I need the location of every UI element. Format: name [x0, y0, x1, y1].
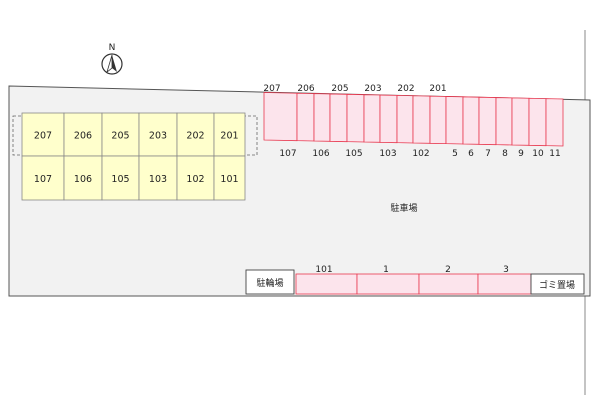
building-unit-label: 207 — [34, 131, 52, 142]
building-unit — [101, 112, 140, 157]
north-label: N — [109, 43, 116, 53]
parking-space-label: 106 — [312, 149, 329, 159]
building-unit — [63, 155, 103, 201]
parking-space — [346, 93, 365, 143]
parking-space-label: 6 — [468, 149, 474, 159]
building-unit — [213, 155, 246, 201]
parking-space — [477, 273, 532, 295]
parking-bottom: 101 1 2 3 — [295, 265, 532, 295]
parking-space-label: 206 — [297, 84, 314, 94]
garbage-area-label: ゴミ置場 — [539, 279, 575, 291]
parking-space-label: 105 — [345, 149, 362, 159]
parking-space — [396, 94, 414, 144]
parking-space-label: 107 — [279, 149, 296, 159]
parking-space-label: 103 — [379, 149, 396, 159]
building: 207 206 205 203 202 201 107 106 105 103 102 101 — [21, 112, 246, 201]
parking-space — [263, 92, 298, 142]
parking-space-label: 11 — [549, 149, 560, 159]
building-unit-label: 201 — [220, 131, 238, 142]
parking-space-label: 207 — [263, 84, 280, 94]
parking-area-label: 駐車場 — [390, 202, 417, 214]
building-unit — [138, 155, 178, 201]
building-unit-label: 205 — [111, 131, 129, 142]
parking-space — [429, 95, 447, 145]
parking-space — [545, 98, 564, 147]
building-unit — [63, 112, 103, 157]
parking-space-label: 8 — [502, 149, 508, 159]
parking-space — [511, 97, 530, 146]
parking-space — [329, 93, 348, 143]
north-arrow-icon: N — [101, 43, 123, 75]
parking-space — [296, 92, 315, 142]
parking-space-label: 202 — [397, 84, 414, 94]
parking-space — [295, 273, 358, 295]
parking-space-label: 205 — [331, 84, 348, 94]
building-unit-label: 202 — [186, 131, 204, 142]
parking-space-label: 1 — [383, 265, 389, 275]
parking-space — [379, 94, 398, 144]
building-unit-label: 103 — [149, 174, 167, 185]
garbage-area: ゴミ置場 — [530, 273, 585, 295]
parking-space-label: 101 — [315, 265, 332, 275]
bicycle-parking-label: 駐輪場 — [256, 277, 283, 289]
building-unit — [213, 112, 246, 157]
building-unit-label: 106 — [74, 174, 92, 185]
building-unit-label: 206 — [74, 131, 92, 142]
parking-space — [495, 97, 513, 146]
bicycle-parking: 駐輪場 — [245, 269, 295, 295]
parking-space — [356, 273, 420, 295]
building-unit-label: 101 — [220, 174, 238, 185]
parking-space — [363, 94, 381, 143]
parking-space — [313, 93, 331, 142]
parking-space — [528, 97, 547, 147]
building-unit — [176, 112, 215, 157]
building-unit-label: 203 — [149, 131, 167, 142]
parking-space-label: 10 — [532, 149, 544, 159]
building-unit-label: 105 — [111, 174, 129, 185]
parking-space-label: 102 — [412, 149, 429, 159]
parking-space — [462, 96, 480, 145]
parking-space-label: 2 — [445, 265, 451, 275]
parking-space-label: 7 — [485, 149, 491, 159]
parking-space — [418, 273, 479, 295]
parking-space-label: 5 — [452, 149, 458, 159]
parking-space-label: 3 — [503, 265, 509, 275]
parking-space-label: 203 — [364, 84, 381, 94]
parking-space — [412, 95, 431, 144]
building-unit — [21, 112, 65, 157]
building-unit — [138, 112, 178, 157]
parking-space — [445, 96, 464, 145]
parking-space — [478, 96, 497, 146]
building-unit-label: 107 — [34, 174, 52, 185]
building-unit-label: 102 — [186, 174, 204, 185]
parking-space-label: 9 — [518, 149, 524, 159]
parking-space-label: 201 — [429, 84, 446, 94]
